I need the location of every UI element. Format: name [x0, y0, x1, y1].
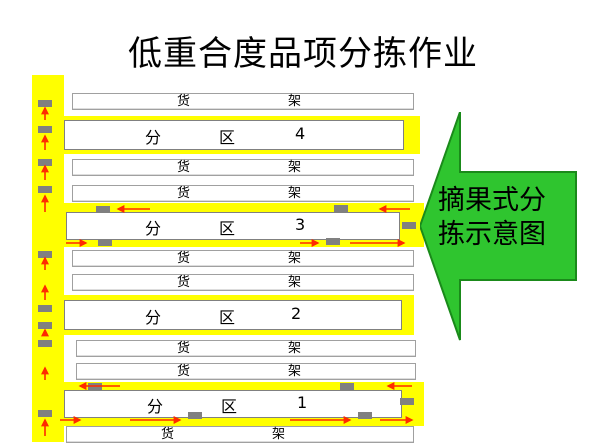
- pick-stop: [38, 126, 52, 133]
- zone-number: 4: [295, 124, 306, 143]
- zone-1-box: 分 区 1: [64, 390, 402, 418]
- zone-name: 分: [145, 308, 162, 327]
- pick-stop: [38, 340, 52, 347]
- zone-number: 2: [291, 304, 302, 323]
- shelf-label-right: 架: [288, 160, 302, 175]
- shelf-3: 货 架: [72, 185, 414, 202]
- shelf-label-right: 架: [288, 341, 302, 356]
- pick-stop: [326, 238, 340, 245]
- shelf-5: 货 架: [72, 274, 414, 291]
- arrow-label-line1: 摘果式分: [438, 185, 546, 216]
- pick-stop: [38, 322, 52, 329]
- pick-stop: [38, 159, 52, 166]
- pick-stop: [38, 100, 52, 107]
- shelf-label-right: 架: [288, 94, 302, 109]
- shelf-label-right: 架: [288, 251, 302, 266]
- shelf-6: 货 架: [76, 340, 416, 357]
- zone-name: 分: [145, 219, 162, 238]
- pick-stop: [340, 383, 354, 390]
- pick-stop: [88, 383, 102, 390]
- pick-stop: [38, 410, 52, 417]
- page-title: 低重合度品项分拣作业: [128, 34, 478, 74]
- shelf-label-right: 架: [272, 427, 286, 442]
- pick-stop: [400, 398, 414, 405]
- shelf-label-left: 货: [177, 251, 191, 266]
- zone-4-box: 分 区 4: [64, 120, 404, 150]
- zone-name: 分: [145, 128, 162, 147]
- pick-stop: [334, 205, 348, 212]
- shelf-1: 货 架: [72, 93, 414, 110]
- zone-name: 分: [147, 397, 164, 416]
- zone-middle: 区: [221, 397, 238, 416]
- shelf-8: 货 架: [66, 426, 414, 443]
- pick-stop: [38, 305, 52, 312]
- shelf-label-left: 货: [177, 186, 191, 201]
- arrow-label: 摘果式分 拣示意图: [438, 184, 578, 252]
- zone-middle: 区: [219, 308, 236, 327]
- green-arrow-shape: [420, 112, 577, 341]
- shelf-label-left: 货: [177, 275, 191, 290]
- pick-stop: [38, 251, 52, 258]
- arrow-label-line2: 拣示意图: [438, 219, 546, 250]
- shelf-label-left: 货: [177, 94, 191, 109]
- shelf-label-left: 货: [177, 160, 191, 175]
- shelf-7: 货 架: [76, 363, 416, 380]
- zone-middle: 区: [219, 128, 236, 147]
- pick-stop: [98, 239, 112, 246]
- shelf-label-right: 架: [288, 186, 302, 201]
- shelf-label-right: 架: [288, 364, 302, 379]
- shelf-4: 货 架: [72, 250, 414, 267]
- zone-2-box: 分 区 2: [64, 300, 402, 330]
- zone-number: 1: [297, 393, 308, 412]
- zone-middle: 区: [219, 219, 236, 238]
- pick-stop: [38, 186, 52, 193]
- pick-stop: [188, 412, 202, 419]
- shelf-label-left: 货: [177, 341, 191, 356]
- shelf-label-left: 货: [177, 364, 191, 379]
- shelf-2: 货 架: [72, 159, 414, 176]
- pick-stop: [402, 222, 416, 229]
- zone-3-box: 分 区 3: [66, 212, 400, 240]
- shelf-label-right: 架: [288, 275, 302, 290]
- pick-stop: [358, 412, 372, 419]
- shelf-label-left: 货: [161, 427, 175, 442]
- zone-number: 3: [295, 215, 306, 234]
- pick-stop: [96, 206, 110, 213]
